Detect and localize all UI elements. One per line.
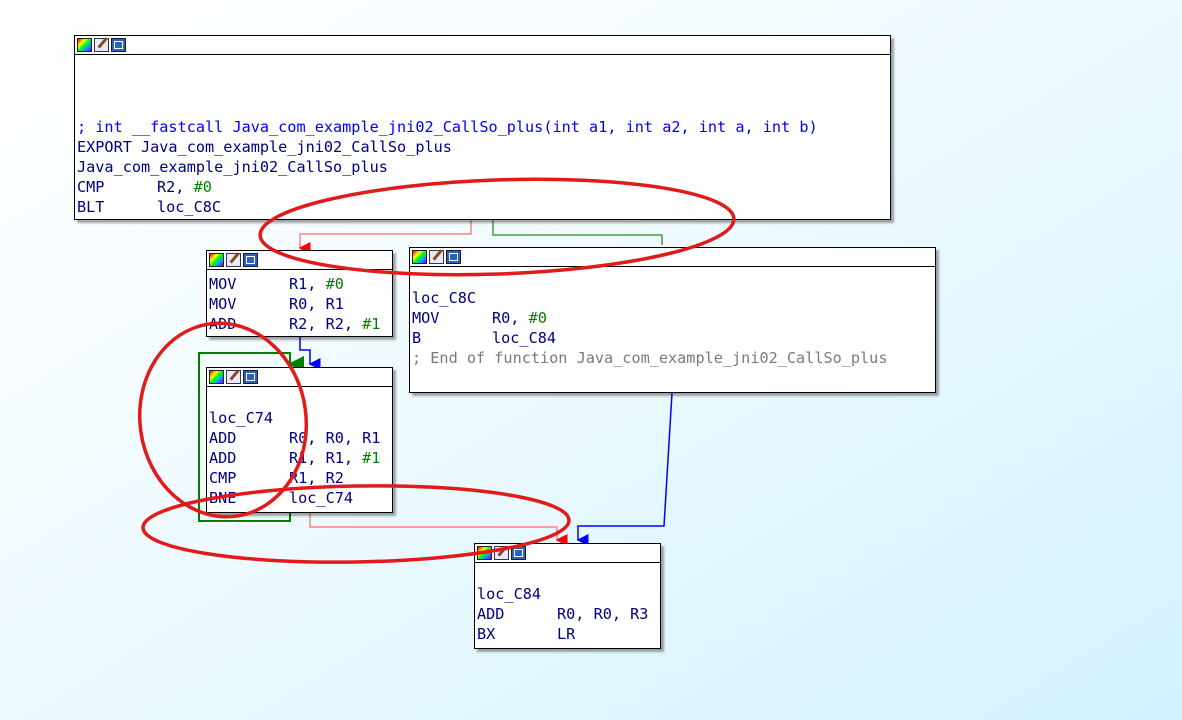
graph-view-icon[interactable]	[511, 546, 526, 560]
edge-entry-to-c8c	[492, 219, 663, 245]
color-palette-icon[interactable]	[77, 38, 92, 52]
graph-view-icon[interactable]	[243, 370, 258, 384]
function-signature-comment: ; int __fastcall Java_com_example_jni02_…	[77, 118, 818, 136]
rename-icon[interactable]	[429, 250, 444, 264]
rename-icon[interactable]	[94, 38, 109, 52]
edge-c74-to-c84	[309, 512, 568, 546]
block-label[interactable]: loc_C84	[477, 585, 542, 603]
init-block-titlebar	[207, 251, 392, 270]
function-label[interactable]: Java_com_example_jni02_CallSo_plus	[77, 158, 388, 176]
rename-icon[interactable]	[226, 253, 241, 267]
block-label[interactable]: loc_C8C	[412, 289, 477, 307]
loc-c74-block-titlebar	[207, 368, 392, 387]
end-of-function-comment: ; End of function Java_com_example_jni02…	[412, 349, 888, 367]
loc-c84-block-titlebar	[475, 544, 660, 563]
entry-block-titlebar	[75, 36, 890, 55]
edge-init-to-c74	[299, 336, 321, 370]
graph-view-icon[interactable]	[111, 38, 126, 52]
color-palette-icon[interactable]	[412, 250, 427, 264]
edge-entry-to-init	[298, 219, 472, 254]
color-palette-icon[interactable]	[209, 370, 224, 384]
color-palette-icon[interactable]	[477, 546, 492, 560]
graph-view-icon[interactable]	[446, 250, 461, 264]
rename-icon[interactable]	[226, 370, 241, 384]
edge-c8c-to-c84	[576, 392, 673, 546]
rename-icon[interactable]	[494, 546, 509, 560]
color-palette-icon[interactable]	[209, 253, 224, 267]
loc-c8c-block-titlebar	[410, 248, 935, 267]
block-label[interactable]: loc_C74	[209, 409, 274, 427]
entry-block[interactable]: ; int __fastcall Java_com_example_jni02_…	[74, 35, 891, 220]
graph-view-icon[interactable]	[243, 253, 258, 267]
export-line[interactable]: EXPORT Java_com_example_jni02_CallSo_plu…	[77, 138, 452, 156]
